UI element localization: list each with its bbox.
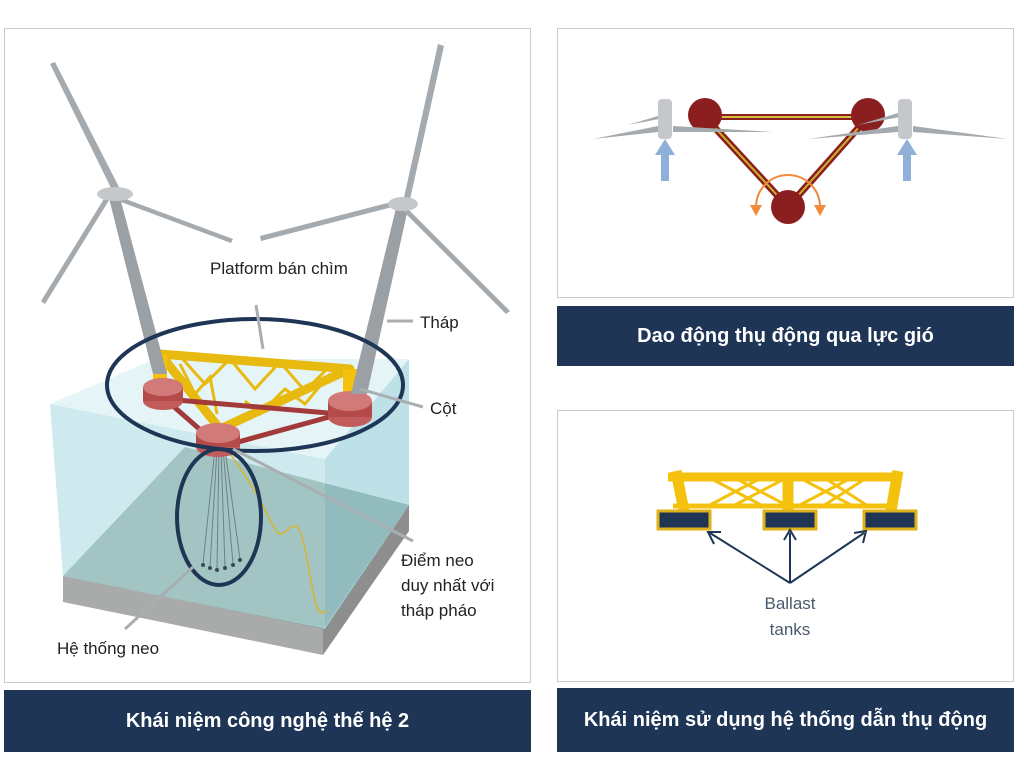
label-column: Cột: [430, 399, 457, 418]
turbine-left-top-view: [593, 99, 773, 139]
label-tower: Tháp: [420, 313, 459, 332]
triangle-frame: [688, 98, 885, 224]
semi-submersible-platform: [143, 349, 372, 457]
bottom-right-diagram-panel: Ballast tanks: [557, 410, 1014, 682]
wind-turbine-left: [41, 62, 233, 374]
ballast-pointer-arrows: [706, 528, 868, 584]
label-mooring: Hệ thống neo: [57, 639, 159, 658]
label-platform: Platform bán chìm: [210, 259, 348, 278]
top-right-caption: Dao động thụ động qua lực gió: [557, 306, 1014, 366]
label-anchor-line3: tháp pháo: [401, 601, 477, 620]
ballast-label-line1: Ballast: [764, 594, 815, 613]
floating-wind-platform-illustration: Platform bán chìm Tháp Cột Điểm neo duy …: [41, 44, 510, 658]
seabed-front: [63, 576, 323, 655]
bottom-right-caption: Khái niệm sử dụng hệ thống dẫn thụ động: [557, 688, 1014, 752]
wind-turbine-right: [260, 44, 510, 394]
turbine-right-top-view: [808, 99, 1008, 139]
rotation-arrow: [750, 174, 826, 216]
ballast-label-line2: tanks: [770, 620, 811, 639]
top-right-diagram-panel: [557, 28, 1014, 298]
platform-highlight-ellipse: [105, 317, 405, 453]
water-side: [325, 359, 409, 629]
anchor-points: [201, 558, 242, 572]
seabed-side: [323, 505, 409, 655]
label-anchor-line1: Điểm neo: [401, 551, 474, 570]
wind-arrows: [655, 139, 917, 181]
truss-frame: [668, 469, 904, 513]
mooring-highlight-ellipse: [175, 447, 263, 587]
label-anchor-line2: duy nhất với: [401, 576, 494, 595]
ballast-tank-diagram: Ballast tanks: [656, 469, 918, 639]
left-diagram-panel: Platform bán chìm Tháp Cột Điểm neo duy …: [4, 28, 531, 683]
leader-lines: [123, 304, 424, 631]
left-caption: Khái niệm công nghệ thế hệ 2: [4, 690, 531, 752]
ballast-tanks: [656, 509, 918, 531]
passive-oscillation-diagram: [593, 98, 1008, 224]
